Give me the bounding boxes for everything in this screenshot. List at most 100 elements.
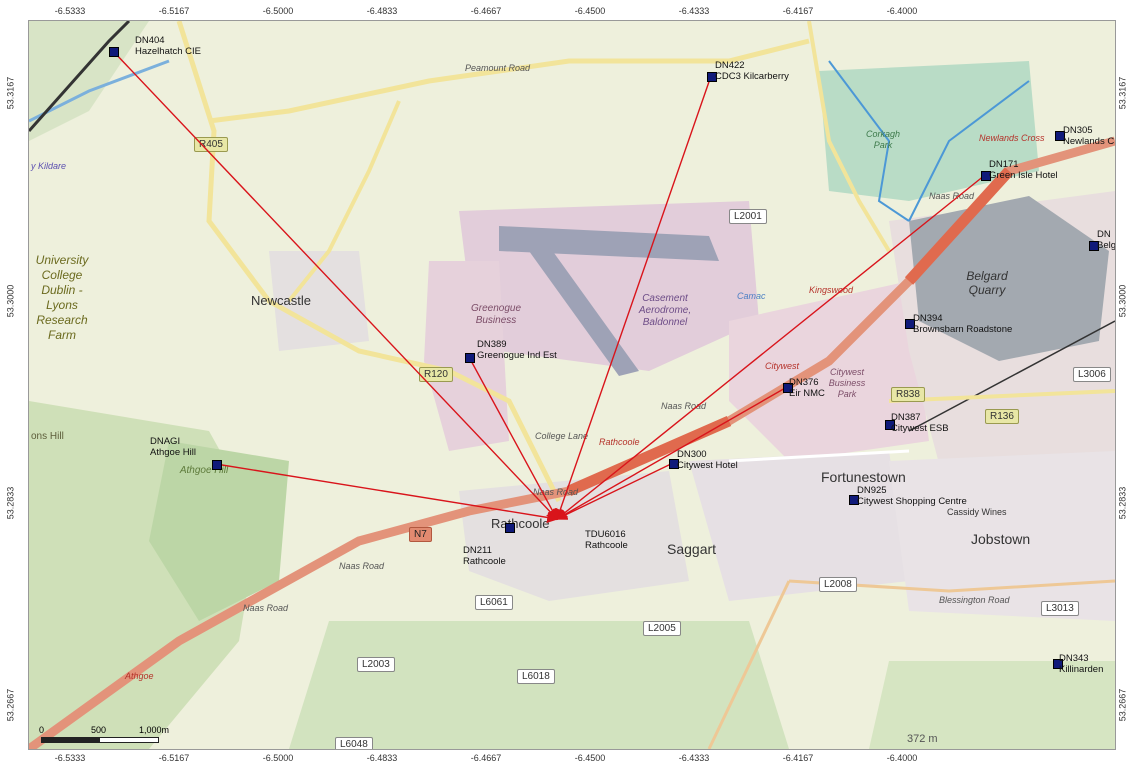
site-name: Eir NMC — [789, 388, 825, 399]
scale-end: 1,000m — [139, 725, 170, 735]
road-r405: R405 — [194, 137, 228, 152]
site-code: DN389 — [477, 339, 507, 350]
link-line — [555, 462, 674, 520]
scale-bar: 0 500 1,000m — [39, 725, 169, 745]
road-college-lane: College Lane — [535, 431, 589, 441]
place-newcastle: Newcastle — [251, 293, 311, 308]
regional-road — [176, 21, 562, 503]
y-tick-right: 53.2833 — [1117, 486, 1128, 520]
target-name: Rathcoole — [585, 540, 628, 551]
y-tick-left: 53.2833 — [5, 486, 16, 520]
site-code: DN387 — [891, 412, 921, 423]
site-marker[interactable] — [465, 353, 475, 363]
site-name: Citywest Shopping Centre — [857, 496, 967, 507]
place-belgard-quarry: Belgard Quarry — [966, 269, 1008, 297]
map-canvas[interactable]: Newcastle Saggart Rathcoole Fortunestown… — [28, 20, 1116, 750]
site-marker[interactable] — [1055, 131, 1065, 141]
site-marker[interactable] — [669, 459, 679, 469]
place-saggart: Saggart — [667, 541, 717, 557]
road-naas-3: Naas Road — [661, 401, 707, 411]
road-peamount: Peamount Road — [465, 63, 531, 73]
site-code: DN343 — [1059, 653, 1089, 664]
link-line — [112, 50, 558, 521]
place-ucd-farm: University College Dublin - Lyons Resear… — [35, 253, 89, 342]
place-ons-hill: ons Hill — [31, 431, 64, 442]
road-l3006: L3006 — [1073, 367, 1111, 382]
site-marker[interactable] — [981, 171, 991, 181]
road-l3013: L3013 — [1041, 601, 1079, 616]
junction-newlands-cross: Newlands Cross — [979, 133, 1045, 143]
road-l6048: L6048 — [335, 737, 373, 749]
target-label[interactable]: TDU6016 Rathcoole — [585, 529, 628, 551]
place-casement: Casement Aerodrome, Baldonnel — [638, 293, 692, 328]
x-tick-bottom: -6.5000 — [262, 753, 294, 763]
road-l2001: L2001 — [729, 209, 767, 224]
road-naas-5: Naas Road — [929, 191, 975, 201]
site-name: Green Isle Hotel — [989, 170, 1058, 181]
road-l2005: L2005 — [643, 621, 681, 636]
road-naas-2: Naas Road — [243, 603, 289, 613]
road-r136: R136 — [985, 409, 1019, 424]
road-r838: R838 — [891, 387, 925, 402]
site-marker[interactable] — [905, 319, 915, 329]
place-cassidy: Cassidy Wines — [947, 507, 1007, 517]
site-name: Killinarden — [1059, 664, 1104, 675]
site-code: DN376 — [789, 377, 819, 388]
place-athgoe-hill: Athgoe Hill — [179, 465, 229, 476]
y-tick-left: 53.3000 — [5, 284, 16, 318]
junction-athgoe: Athgoe — [125, 671, 154, 681]
site-marker[interactable] — [849, 495, 859, 505]
site-name: CDC3 Kilcarberry — [715, 71, 789, 82]
junction-kingswood: Kingswood — [809, 285, 854, 295]
road-naas-4: Naas Road — [533, 487, 579, 497]
road-r120: R120 — [419, 367, 453, 382]
site-code: DN305 — [1063, 125, 1093, 136]
place-camac: Camac — [737, 291, 766, 301]
site-marker[interactable] — [1053, 659, 1063, 669]
road-l2008: L2008 — [819, 577, 857, 592]
site-marker[interactable] — [885, 420, 895, 430]
site-marker[interactable] — [1089, 241, 1099, 251]
road-n7: N7 — [409, 527, 432, 542]
site-code: DN404 — [135, 35, 165, 46]
site-marker[interactable] — [109, 47, 119, 57]
link-line — [215, 463, 559, 523]
site-name: Newlands C — [1063, 136, 1115, 147]
site-code: DN171 — [989, 159, 1019, 170]
scale-mid: 500 — [91, 725, 107, 735]
site-code: DNAGI — [150, 436, 181, 447]
y-tick-left: 53.3167 — [5, 76, 16, 110]
x-tick-top: -6.4000 — [886, 6, 918, 16]
park-area — [819, 61, 1039, 201]
place-citywest-park: Citywest Business Park — [828, 367, 866, 399]
site-marker[interactable] — [783, 383, 793, 393]
site-marker[interactable] — [707, 72, 717, 82]
y-tick-right: 53.3000 — [1117, 284, 1128, 318]
x-tick-top: -6.5333 — [54, 6, 86, 16]
x-tick-bottom: -6.4167 — [782, 753, 814, 763]
x-tick-top: -6.4333 — [678, 6, 710, 16]
place-greenogue: Greenogue Business — [470, 303, 522, 326]
site-name: Rathcoole — [463, 556, 506, 567]
y-tick-right: 53.3167 — [1117, 76, 1128, 110]
site-name: Brownsbarn Roadstone — [913, 324, 1013, 335]
site-name: Belg — [1097, 240, 1116, 251]
x-tick-top: -6.4833 — [366, 6, 398, 16]
site-marker[interactable] — [212, 460, 222, 470]
x-tick-bottom: -6.4333 — [678, 753, 710, 763]
site-marker[interactable] — [505, 523, 515, 533]
